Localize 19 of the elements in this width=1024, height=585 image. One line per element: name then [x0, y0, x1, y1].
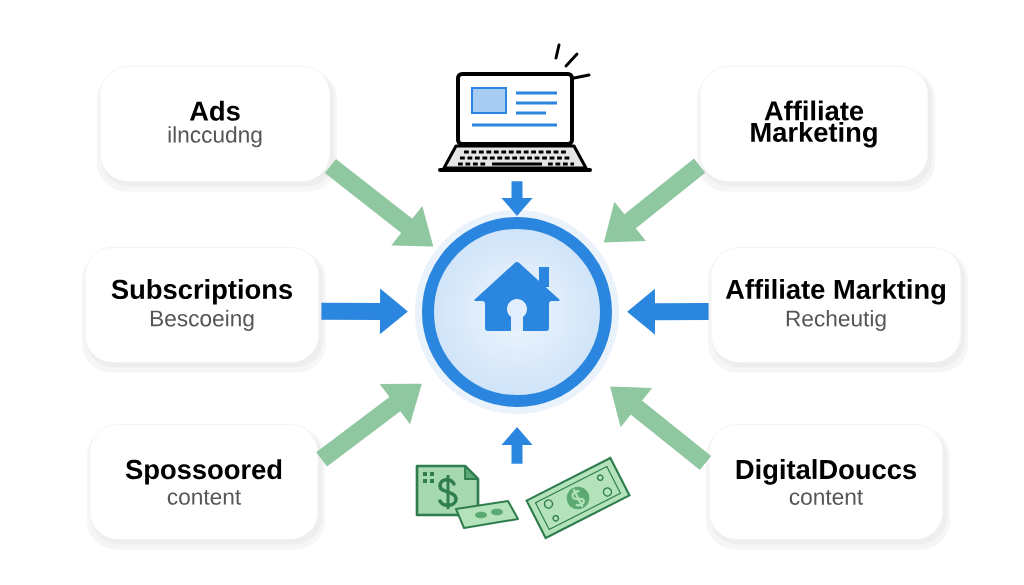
card-title: DigitalDouccs: [736, 459, 916, 485]
text-card: [697, 66, 935, 192]
card-title: Affiliate Markting: [725, 278, 945, 305]
text-card: [706, 424, 950, 550]
card-title: Ads: [189, 100, 240, 121]
text-card: [97, 66, 337, 192]
card-subtitle: ilnccudng: [168, 126, 262, 148]
text-card: [708, 247, 968, 373]
card-subtitle: Recheutig: [786, 309, 886, 332]
card-subtitle: content: [167, 489, 241, 505]
card-title: Affiliate Marketing: [751, 100, 877, 148]
money-picture: [415, 456, 631, 540]
card-title: Spossoored: [125, 459, 282, 485]
laptop-picture: [438, 43, 592, 172]
card-subtitle: Bescoeing: [150, 309, 254, 331]
card-subtitle: content: [789, 490, 863, 505]
text-card: [82, 247, 326, 373]
text-card: [87, 424, 325, 550]
card-title: Subscriptions: [111, 279, 292, 305]
